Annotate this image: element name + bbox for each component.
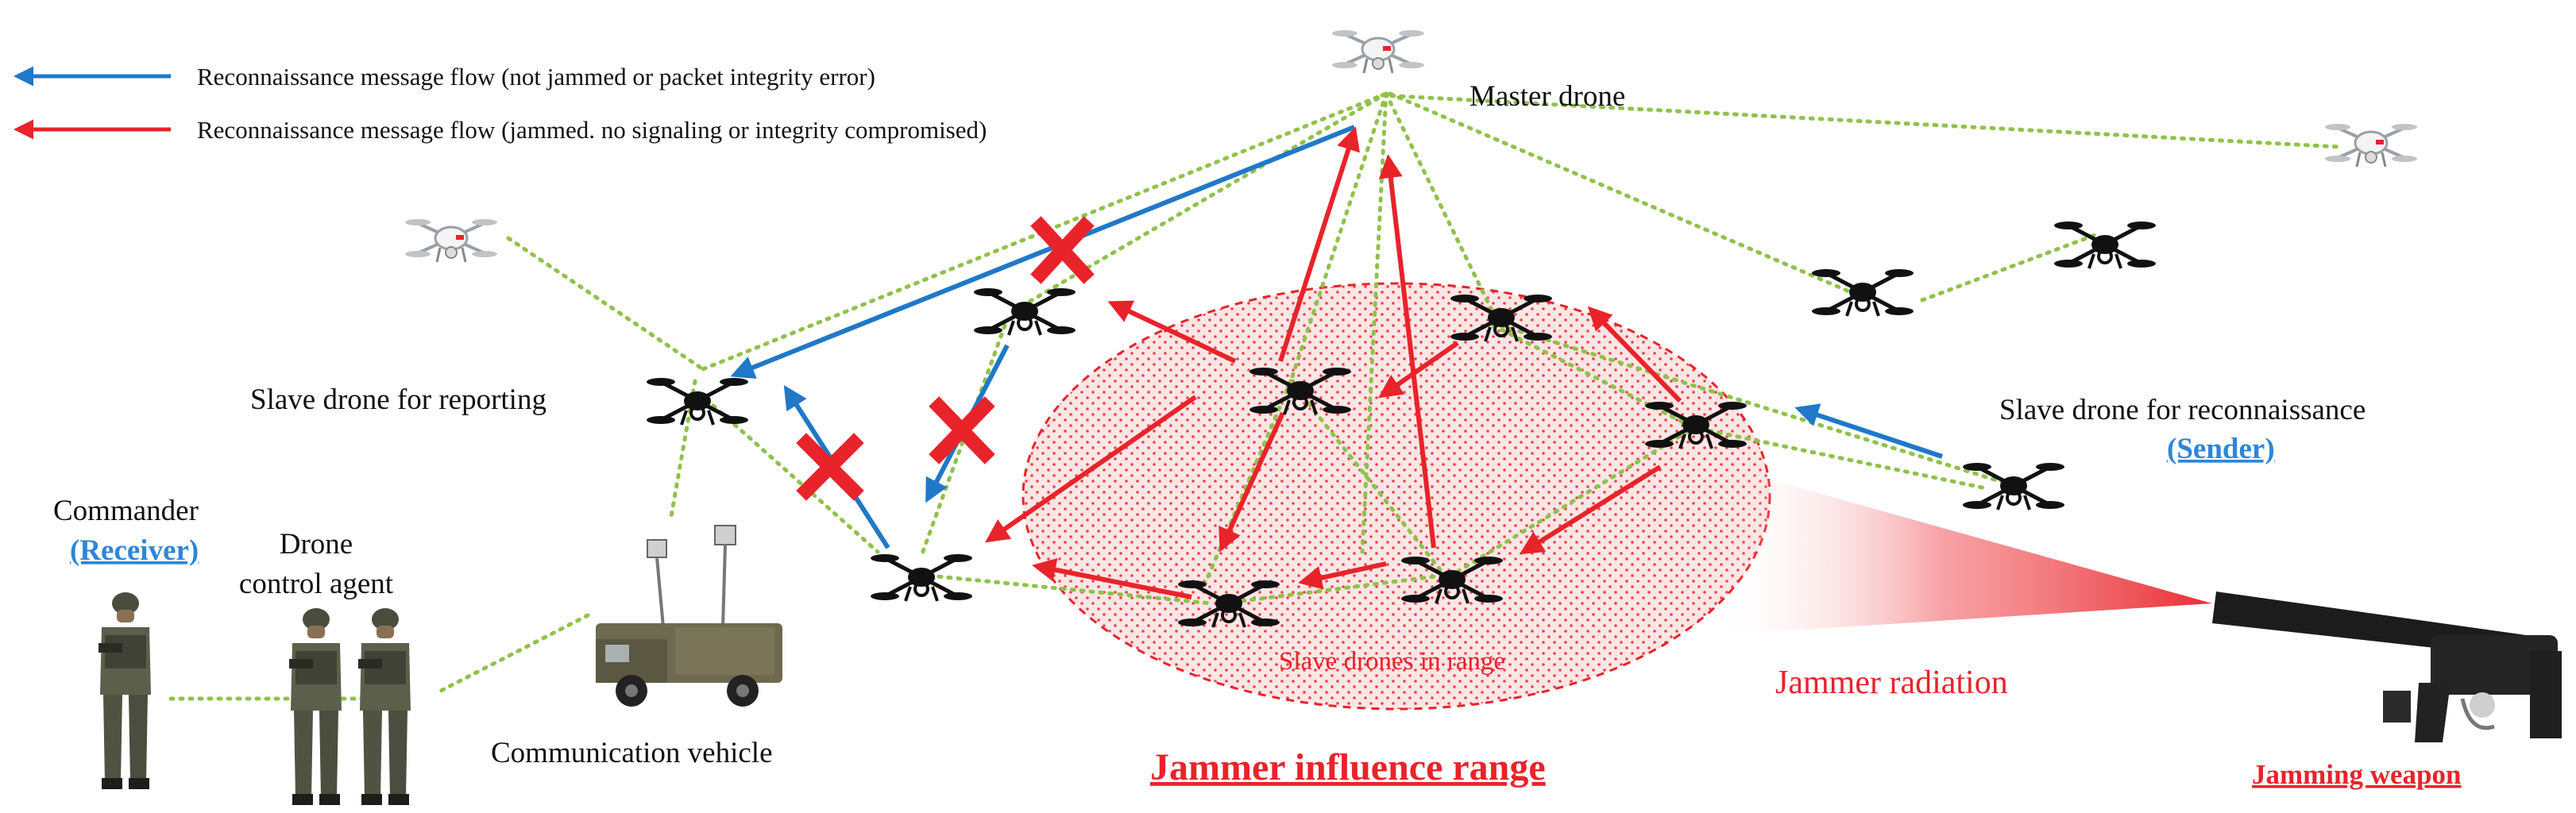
- blocked-x-icon: [796, 433, 864, 501]
- soldier-icon: [98, 592, 151, 789]
- drone-control-label-line2: control agent: [239, 568, 394, 600]
- slave-recon-label: Slave drone for reconnaissance: [1999, 394, 2366, 426]
- blocked-x-icon: [1030, 216, 1095, 284]
- comm-vehicle-label: Communication vehicle: [491, 737, 773, 769]
- peripheral-drone-icon: [2323, 122, 2419, 168]
- sender-label: (Sender): [2167, 433, 2275, 465]
- commander-label: Commander: [53, 495, 199, 527]
- blocked-x-icon: [929, 396, 995, 464]
- legend-blue-text: Reconnaissance message flow (not jammed …: [197, 63, 875, 91]
- legend-red-text: Reconnaissance message flow (jammed. no …: [197, 116, 987, 144]
- slave-reporting-label: Slave drone for reporting: [250, 383, 546, 416]
- slave-drone-icon: [1812, 269, 1914, 316]
- jammer-influence-zone: [1022, 282, 1771, 711]
- slave-drone-icon: [2054, 222, 2156, 268]
- legend: Reconnaissance message flow (not jammed …: [14, 63, 987, 144]
- vehicle-icon: [596, 525, 782, 707]
- jammer-radiation-beam: [1716, 464, 2212, 635]
- master-drone-label: Master drone: [1470, 80, 1625, 113]
- red-jammed-flows: [985, 126, 1682, 599]
- peripheral-drone-icon: [404, 218, 499, 264]
- drone-control-label-line1: Drone: [280, 528, 353, 561]
- slave-drone-icon: [974, 288, 1076, 335]
- master-drone-icon: [1330, 29, 1426, 75]
- jammer-gun-icon: [2212, 591, 2562, 742]
- slave-drone-reporting-icon: [647, 378, 748, 425]
- blocked-marks: [796, 216, 1095, 501]
- soldier-icon: [358, 608, 411, 805]
- jammer-range-label: Jammer influence range: [1150, 746, 1546, 788]
- labels: Master drone Slave drone for reporting S…: [53, 80, 2462, 790]
- soldier-icon: [289, 608, 342, 805]
- jammer-radiation-label: Jammer radiation: [1775, 665, 2008, 701]
- receiver-label: (Receiver): [70, 534, 199, 567]
- jamming-weapon-label: Jamming weapon: [2252, 759, 2462, 790]
- slave-in-range-label: Slave drones in range: [1279, 647, 1505, 676]
